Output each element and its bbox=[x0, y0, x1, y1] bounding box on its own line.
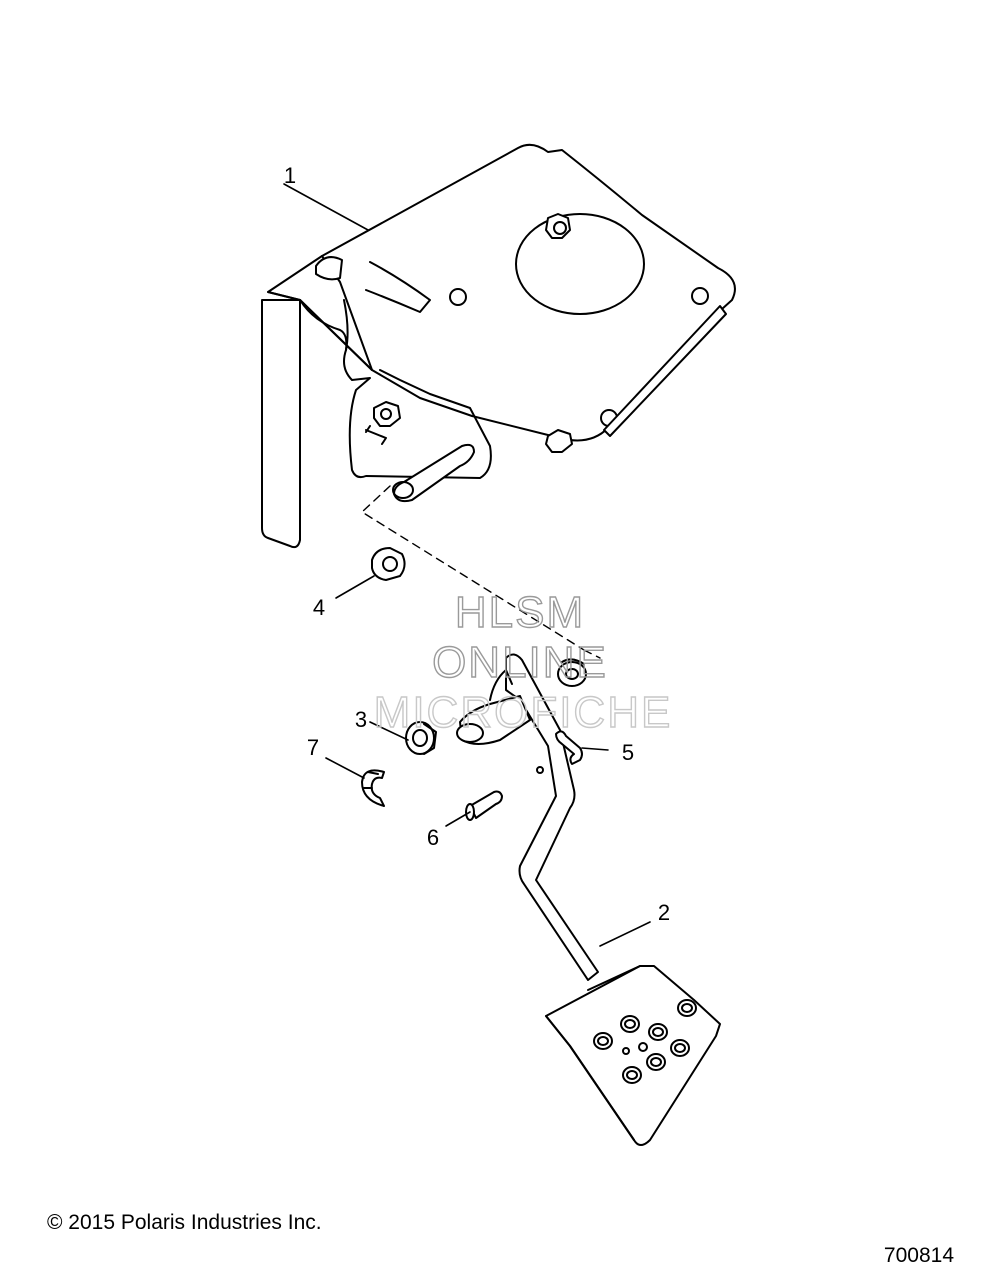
leader-line-3 bbox=[369, 721, 409, 741]
pedal-bracket bbox=[261, 143, 736, 549]
callout-2: 2 bbox=[658, 900, 670, 925]
callout-1: 1 bbox=[284, 163, 296, 188]
flange-nut-washer bbox=[557, 658, 587, 687]
leader-line-4 bbox=[335, 575, 375, 599]
callout-7: 7 bbox=[307, 735, 319, 760]
leader-line-6 bbox=[445, 811, 471, 827]
hair-pin-clip bbox=[555, 730, 583, 765]
clevis-pin bbox=[465, 790, 503, 821]
callout-5: 5 bbox=[622, 740, 634, 765]
leader-line-1 bbox=[283, 183, 369, 231]
e-clip bbox=[361, 769, 385, 807]
watermark-line-1: HLSM bbox=[455, 588, 585, 637]
leader-line-2 bbox=[599, 921, 651, 947]
watermark-line-2: ONLINE bbox=[432, 638, 608, 687]
drawing-number: 700814 bbox=[883, 1244, 954, 1267]
brake-pedal bbox=[456, 653, 721, 1146]
copyright-notice: © 2015 Polaris Industries Inc. bbox=[47, 1211, 322, 1234]
assembly-dashed-line bbox=[361, 485, 601, 659]
leader-line-5 bbox=[581, 747, 609, 751]
callout-3: 3 bbox=[355, 707, 367, 732]
callout-4: 4 bbox=[313, 595, 325, 620]
bushing bbox=[405, 721, 437, 755]
leader-line-7 bbox=[325, 757, 365, 779]
watermark: HLSM ONLINE MICROFICHE bbox=[373, 587, 673, 737]
flange-nut bbox=[371, 547, 406, 581]
callout-6: 6 bbox=[427, 825, 439, 850]
watermark-line-3: MICROFICHE bbox=[374, 688, 673, 737]
